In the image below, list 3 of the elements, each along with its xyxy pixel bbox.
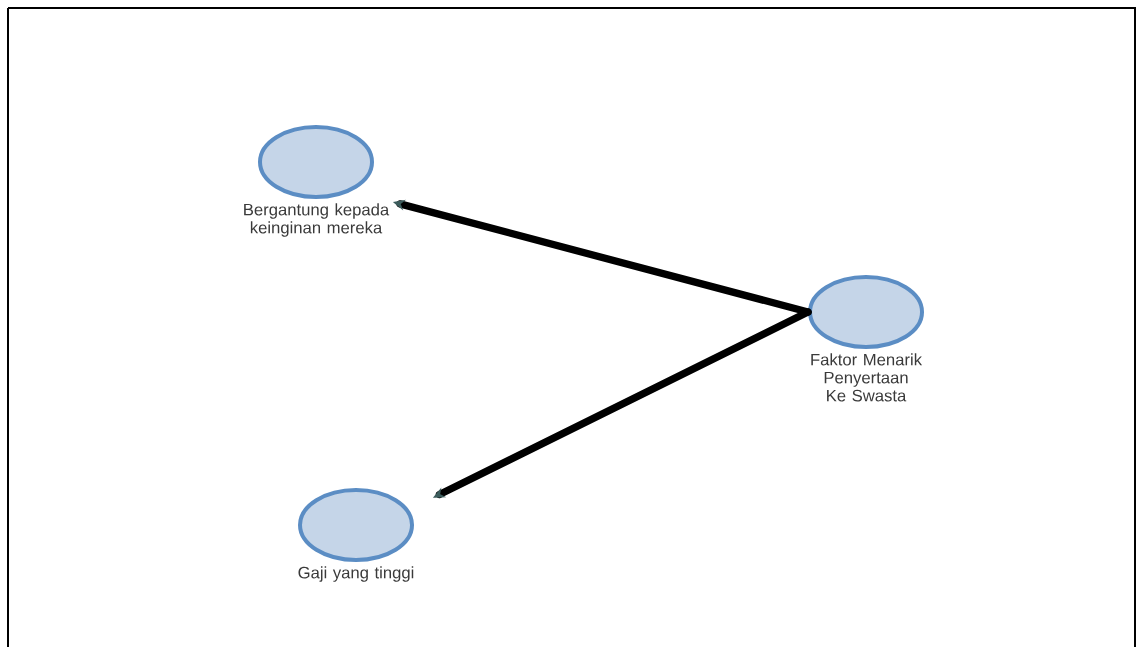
node-label: Bergantung kepada keinginan mereka (244, 203, 390, 237)
node-label: Faktor Menarik Penyertaan Ke Swasta (811, 353, 923, 402)
node-label: Gaji yang tinggi (298, 566, 414, 582)
